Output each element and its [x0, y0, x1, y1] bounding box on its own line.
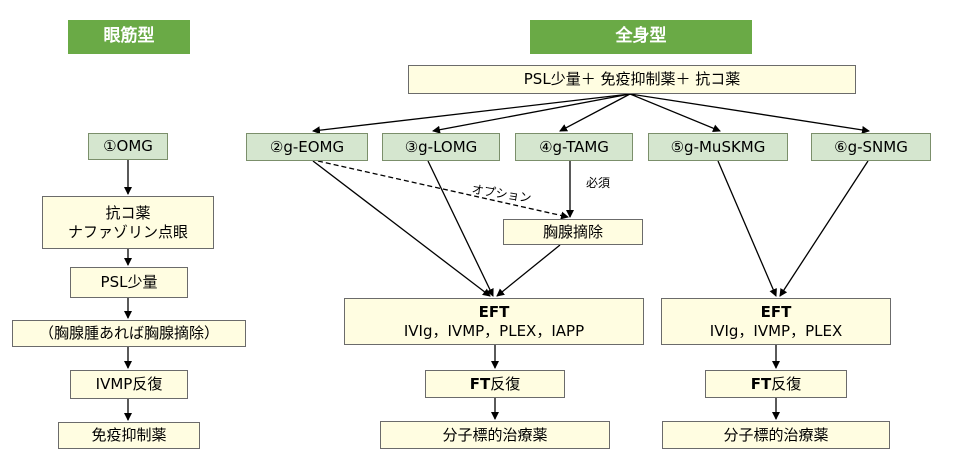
ft-label-right: FT	[750, 374, 772, 393]
ft-repeat-label-left: 反復	[490, 374, 521, 393]
subtype-lomg: ③g-LOMG	[382, 133, 500, 161]
eft-items-right: IVIg，IVMP，PLEX	[709, 321, 843, 340]
subtype-muskmg: ⑤g-MuSKMG	[648, 133, 788, 161]
arrow-top-to-eomg	[312, 93, 631, 135]
thymectomy-if-thymoma-box: （胸腺腫あれば胸腺摘除）	[12, 320, 246, 347]
eft-box-left: EFT IVIg，IVMP，PLEX，IAPP	[344, 298, 644, 345]
anticholinesterase-line2: ナファゾリン点眼	[67, 222, 188, 241]
arrow-eomg-option-to-thymectomy	[317, 160, 569, 220]
eft-title-right: EFT	[760, 302, 792, 321]
required-label: 必須	[586, 176, 611, 190]
arrow-top-to-snmg	[629, 93, 870, 134]
eft-items-left: IVIg，IVMP，PLEX，IAPP	[403, 321, 585, 340]
anticholinesterase-box: 抗コ薬 ナファゾリン点眼	[42, 196, 214, 249]
generalized-type-header: 全身型	[530, 20, 752, 54]
subtype-eomg: ②g-EOMG	[246, 133, 368, 161]
targeted-therapy-box-left: 分子標的治療薬	[380, 421, 610, 449]
arrow-top-to-muskmg	[629, 93, 721, 133]
ivmp-repeat-box: IVMP反復	[70, 370, 188, 399]
arrow-eomg-to-eft	[312, 160, 491, 297]
ft-repeat-label-right: 反復	[771, 374, 802, 393]
arrow-thymectomy-to-eft	[496, 244, 561, 297]
omg-box: ①OMG	[88, 133, 168, 160]
immunosuppressant-box: 免疫抑制薬	[58, 422, 200, 449]
ft-label-left: FT	[469, 374, 491, 393]
eft-box-right: EFT IVIg，IVMP，PLEX	[661, 298, 891, 345]
targeted-therapy-box-right: 分子標的治療薬	[662, 421, 890, 449]
arrow-top-to-tamg	[559, 93, 631, 132]
subtype-tamg: ④g-TAMG	[515, 133, 633, 161]
baseline-treatment-box: PSL少量＋ 免疫抑制薬＋ 抗コ薬	[408, 65, 856, 94]
anticholinesterase-line1: 抗コ薬	[105, 203, 151, 222]
ocular-type-header: 眼筋型	[68, 20, 190, 54]
subtype-snmg: ⑥g-SNMG	[811, 133, 931, 161]
thymectomy-box: 胸腺摘除	[503, 219, 643, 245]
arrow-snmg-to-eft	[779, 160, 869, 297]
arrow-lomg-to-eft	[427, 160, 494, 297]
eft-title-left: EFT	[478, 302, 510, 321]
arrow-top-to-lomg	[432, 93, 631, 134]
arrow-muskmg-to-eft	[717, 160, 777, 297]
psl-low-dose-box: PSL少量	[70, 267, 188, 298]
